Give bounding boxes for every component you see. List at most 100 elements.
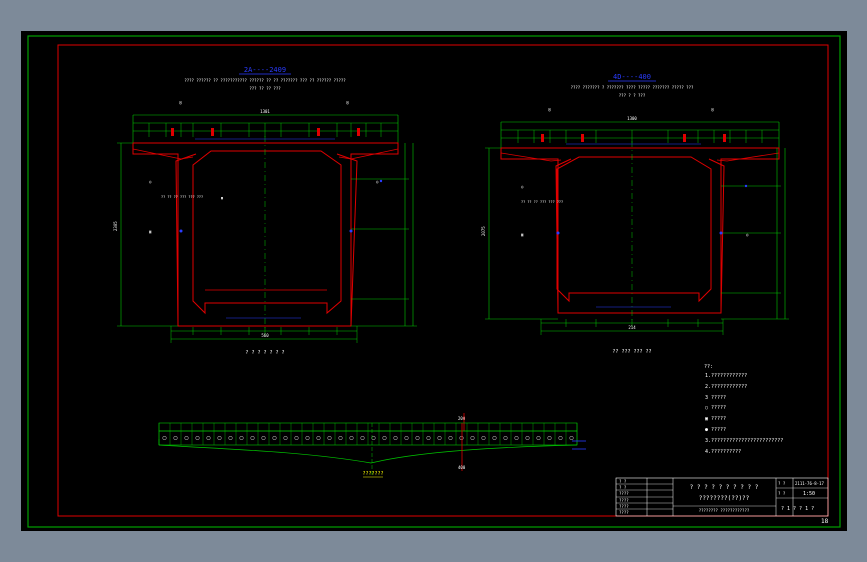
duct-circle [195,436,200,441]
right-top-width: 1300 [627,116,637,121]
svg-text:▣: ▣ [521,232,524,237]
duct-circle [393,436,398,441]
duct-circle [404,436,409,441]
left-section-drawing: 2A----2409 ???? ?????? ?? ??????????? ??… [113,66,417,356]
right-height: 2075 [481,226,486,236]
svg-text:◎: ◎ [548,107,551,113]
duct-circle [558,436,563,441]
duct-circle [250,436,255,441]
duct-circle [371,436,376,441]
right-bottom-width: 214 [628,325,636,330]
tb-sheet: ? 1 ? ? 1 ? [781,506,814,512]
svg-text:◎: ◎ [711,107,714,113]
duct-circle [228,436,233,441]
note-3: 3 ????? [705,395,726,401]
duct-circle [481,436,486,441]
tb-cell-2: ? ? [619,485,627,490]
right-notes-line-2: ??? ? ? ??? [619,93,646,98]
tb-cell-1: ? ? [619,479,627,484]
longitudinal-label-right: 400 [458,465,466,470]
duct-circle [536,436,541,441]
left-height: 2305 [113,221,118,231]
svg-text:▣: ▣ [221,196,224,200]
duct-circle [382,436,387,441]
right-section-title: 4D----400 [613,73,651,81]
duct-circle [360,436,365,441]
outer-frame [27,35,841,528]
duct-circle [316,436,321,441]
duct-circle [547,436,552,441]
duct-circle [415,436,420,441]
notes-header: ??: [704,364,713,370]
svg-text:? ?: ? ? [778,481,786,486]
cad-viewport[interactable]: 2A----2409 ???? ?????? ?? ??????????? ??… [21,31,847,531]
duct-circle [327,436,332,441]
tb-cell-3: ???? [619,491,629,496]
svg-text:? ?: ? ? [778,491,786,496]
tb-cell-6: ???? [619,510,629,515]
tb-cell-4: ???? [619,498,629,503]
note-7: 3.???????????????????????? [705,438,783,444]
duct-circle [349,436,354,441]
right-section-drawing: 4D----400 ???? ??????? ? ??????? ???? ??… [481,73,789,355]
svg-text:◎: ◎ [149,179,152,184]
duct-circle [525,436,530,441]
duct-circle [239,436,244,441]
tb-subtitle: ???????? ???????????? [699,508,750,513]
left-bottom-width: 560 [261,333,269,338]
duct-circle [206,436,211,441]
svg-text:?? ?? ?? ??? ??? ???: ?? ?? ?? ??? ??? ??? [521,200,563,204]
duct-circle [569,436,574,441]
left-notes-line-2: ??? ?? ?? ??? [249,86,281,91]
note-5: ▣ ????? [705,416,726,422]
note-1: 1.???????????? [705,373,747,379]
duct-circle [261,436,266,441]
duct-circle [470,436,475,441]
duct-circle [217,436,222,441]
longitudinal-caption: ??????? [362,471,383,477]
note-4: ○ ????? [705,405,726,411]
duct-circle [162,436,167,441]
title-block: ? ? ? ? ???? ???? ???? ???? ? ? ? ? ? ? … [615,477,829,525]
left-section-title: 2A----2409 [244,66,286,74]
note-8: 4.?????????? [705,449,741,455]
duct-circle [514,436,519,441]
duct-circle [283,436,288,441]
longitudinal-label-left: 200 [458,416,466,421]
duct-circle [437,436,442,441]
duct-circle [448,436,453,441]
longitudinal-elevation: 200 400 ??????? [158,413,586,478]
left-section-caption: ? ? ? ? ? ? ? [245,350,284,356]
svg-text:◎: ◎ [746,232,749,237]
duct-circle [173,436,178,441]
inner-frame [57,44,829,517]
tb-cell-5: ???? [619,504,629,509]
svg-text:◎: ◎ [346,100,349,106]
tb-project: ? ? ? ? ? ? ? ? ? ? [690,484,759,491]
duct-circle [426,436,431,441]
tb-scale: 1:50 [803,491,815,497]
left-top-width: 1301 [260,109,270,114]
general-notes: ??: 1.???????????? 2.???????????? 3 ????… [704,364,783,455]
right-section-caption: ?? ??? ??? ?? [612,349,651,355]
note-6: ● ????? [705,427,726,433]
svg-text:▣: ▣ [149,229,152,234]
svg-text:◎: ◎ [179,100,182,106]
svg-text:?? ?? ?? ??? ??? ???: ?? ?? ?? ??? ??? ??? [161,195,203,199]
duct-circle [294,436,299,441]
tb-drawing-name: ????????(??)?? [699,495,750,502]
note-2: 2.???????????? [705,384,747,390]
tb-drawing-no: 2111-76-8-17 [795,481,824,486]
duct-circle [459,436,464,441]
svg-text:◎: ◎ [521,184,524,189]
duct-circle [503,436,508,441]
svg-text:◎: ◎ [376,179,379,184]
duct-circle [492,436,497,441]
duct-circle [184,436,189,441]
duct-circle [272,436,277,441]
left-notes-line: ???? ?????? ?? ??????????? ?????? ?? ?? … [184,78,346,83]
right-notes-line: ???? ??????? ? ??????? ???? ????? ??????… [571,85,694,90]
sheet-number: 18 [821,518,829,525]
duct-circle [338,436,343,441]
duct-circle [305,436,310,441]
